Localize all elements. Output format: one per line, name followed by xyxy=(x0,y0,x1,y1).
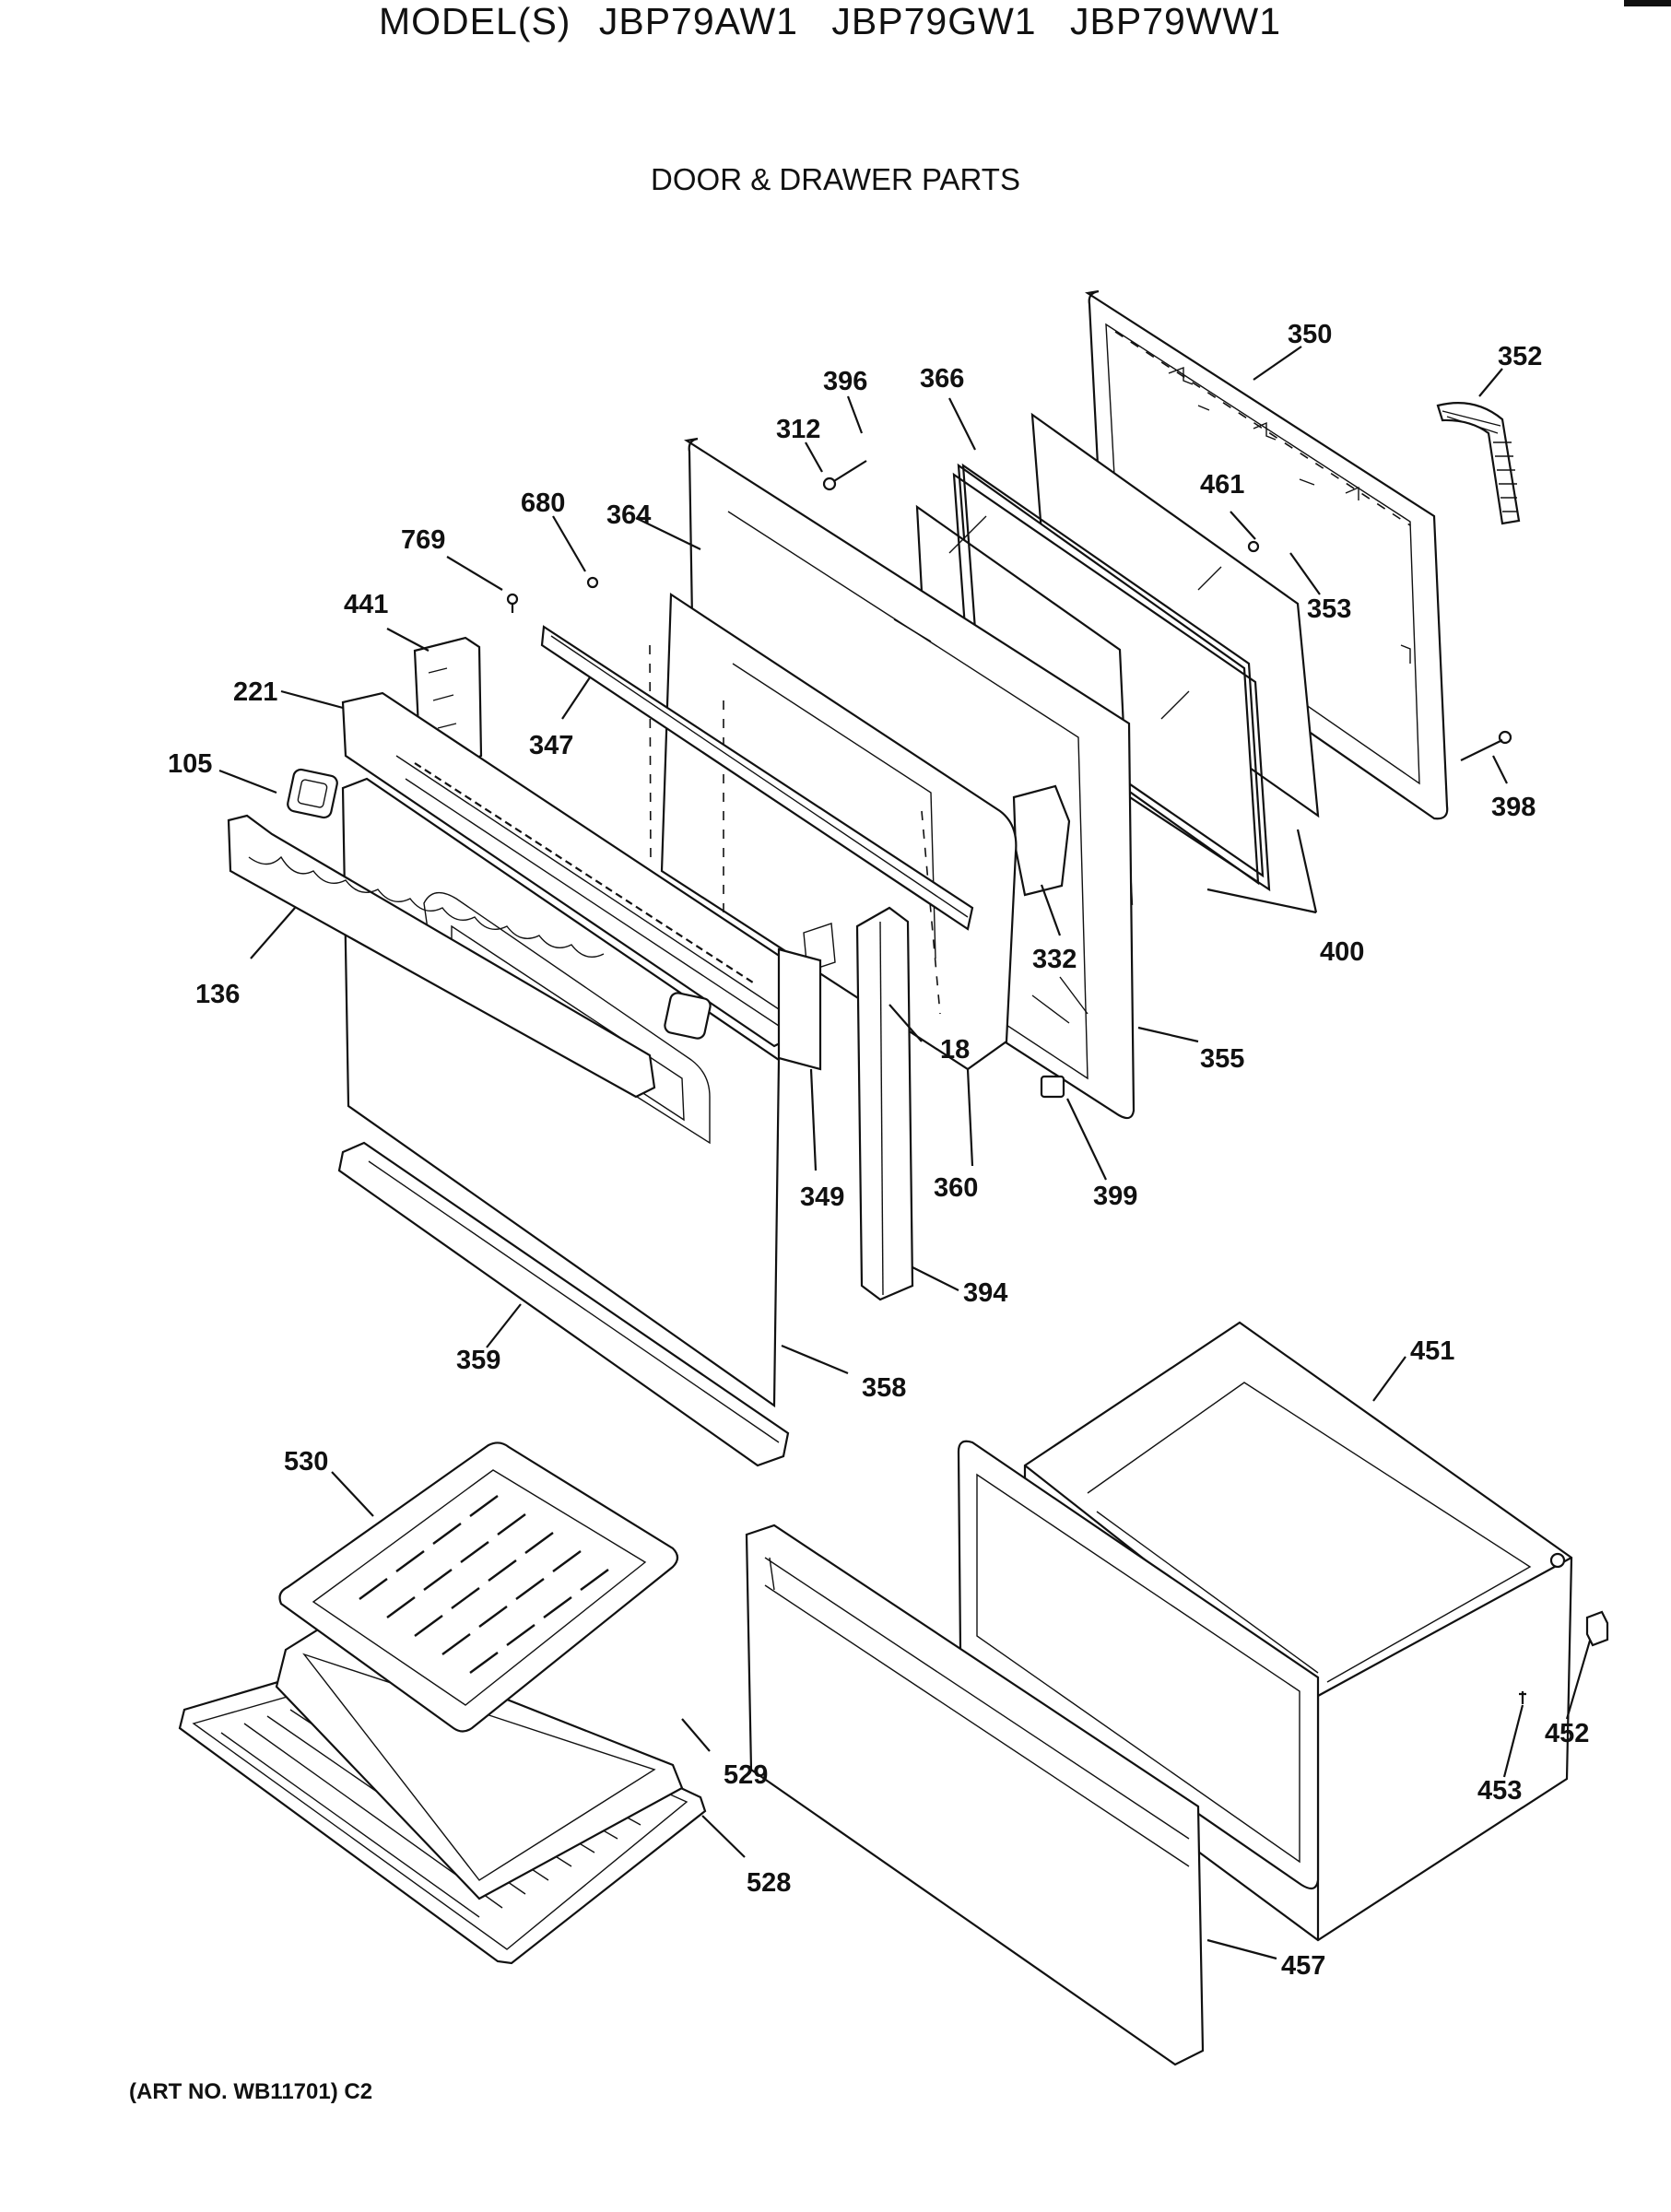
door-top-rail xyxy=(540,625,974,931)
model-title: MODEL(S) JBP79AW1 JBP79GW1 JBP79WW1 xyxy=(0,0,1671,43)
callout-136: 136 xyxy=(195,980,240,1009)
callout-359: 359 xyxy=(456,1346,500,1375)
callout-529: 529 xyxy=(724,1760,768,1790)
callout-364: 364 xyxy=(606,500,651,530)
drawer-front xyxy=(745,1524,1205,2066)
model-number: JBP79WW1 xyxy=(1070,0,1281,42)
callout-numbers: 350 352 396 366 312 461 680 364 769 353 … xyxy=(168,320,1589,1981)
drawer-small-parts xyxy=(1519,1610,1609,1704)
art-number: (ART NO. WB11701) C2 xyxy=(129,2079,373,2104)
callout-452: 452 xyxy=(1545,1719,1589,1748)
callout-18: 18 xyxy=(940,1035,970,1065)
handle-end-cap-left xyxy=(287,768,338,819)
door-bumper xyxy=(1040,1075,1065,1099)
leader-lines xyxy=(218,346,1592,1960)
callout-394: 394 xyxy=(963,1278,1007,1308)
callout-400: 400 xyxy=(1320,937,1364,967)
callout-358: 358 xyxy=(862,1373,906,1403)
vent-shield xyxy=(777,947,822,1071)
section-title: DOOR & DRAWER PARTS xyxy=(651,162,1020,196)
door-gasket xyxy=(1436,402,1521,525)
callout-105: 105 xyxy=(168,749,212,779)
callout-355: 355 xyxy=(1200,1044,1244,1074)
callout-312: 312 xyxy=(776,415,820,444)
callout-451: 451 xyxy=(1410,1336,1454,1366)
callout-680: 680 xyxy=(521,488,565,518)
callout-349: 349 xyxy=(800,1182,844,1212)
model-number: JBP79GW1 xyxy=(831,0,1037,42)
callout-530: 530 xyxy=(284,1447,328,1477)
oven-door-outer xyxy=(341,777,781,1408)
callout-399: 399 xyxy=(1093,1182,1137,1211)
callout-360: 360 xyxy=(934,1173,978,1203)
door-bottom-trim xyxy=(337,1141,790,1467)
door-handle xyxy=(227,814,712,1099)
callout-453: 453 xyxy=(1477,1776,1522,1806)
callout-457: 457 xyxy=(1281,1951,1325,1981)
door-screws xyxy=(506,460,1512,761)
callout-461: 461 xyxy=(1200,470,1244,500)
callout-396: 396 xyxy=(823,367,867,396)
callout-366: 366 xyxy=(920,364,964,394)
callout-528: 528 xyxy=(747,1868,791,1898)
callout-347: 347 xyxy=(529,731,573,760)
callout-352: 352 xyxy=(1498,342,1542,371)
drawer-side-panel xyxy=(957,1440,1320,1890)
callout-350: 350 xyxy=(1288,320,1332,349)
corner-mark xyxy=(1624,0,1671,6)
callout-769: 769 xyxy=(401,525,445,555)
callout-332: 332 xyxy=(1032,945,1077,974)
model-number: JBP79AW1 xyxy=(598,0,798,42)
callout-441: 441 xyxy=(344,590,388,619)
callout-353: 353 xyxy=(1307,594,1351,624)
models-prefix: MODEL(S) xyxy=(378,0,571,42)
broiler-grid xyxy=(278,1441,679,1733)
callout-221: 221 xyxy=(233,677,277,707)
callout-398: 398 xyxy=(1491,793,1536,822)
door-hinge-leg xyxy=(803,906,914,1301)
